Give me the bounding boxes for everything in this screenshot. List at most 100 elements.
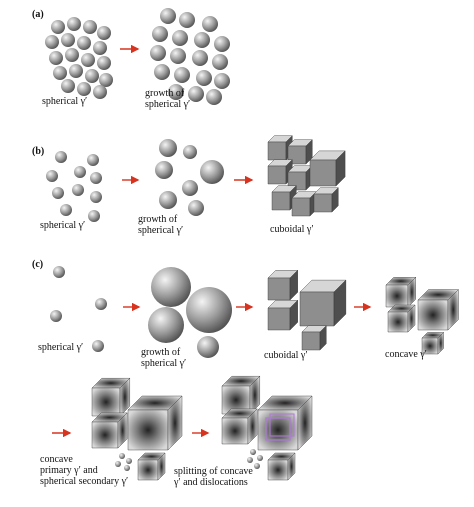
label-c-concave: concave γ′ — [385, 349, 427, 360]
gamma-prime-sphere — [197, 336, 219, 358]
gamma-prime-sphere — [99, 73, 113, 87]
gamma-prime-sphere — [53, 266, 65, 278]
gamma-prime-sphere — [257, 455, 263, 461]
cube-face — [91, 421, 119, 449]
panel-c-tag: (c) — [32, 259, 43, 270]
gamma-prime-sphere — [186, 287, 232, 333]
concave-cube — [421, 331, 445, 355]
cube-face — [267, 165, 287, 185]
concave-cube — [91, 412, 128, 449]
concave-cube — [267, 452, 296, 481]
spheres-layer — [45, 8, 263, 471]
gamma-prime-sphere — [155, 161, 173, 179]
gamma-prime-sphere — [53, 66, 67, 80]
label-line: spherical secondary γ′ — [40, 476, 128, 487]
cube-face — [137, 459, 159, 481]
cube-face — [247, 408, 258, 445]
gamma-prime-sphere — [150, 45, 166, 61]
cube-face — [301, 331, 321, 351]
gamma-prime-sphere — [60, 204, 72, 216]
label-line: growth of — [145, 88, 185, 99]
gamma-prime-sphere — [174, 67, 190, 83]
cube-face — [335, 150, 346, 187]
gamma-prime-sphere — [67, 17, 81, 31]
gamma-prime-sphere — [119, 453, 125, 459]
gamma-prime-sphere — [202, 16, 218, 32]
gamma-prime-sphere — [81, 53, 95, 67]
cube-face — [267, 277, 291, 301]
panel-b-tag: (b) — [32, 146, 44, 157]
cube-face — [271, 191, 291, 211]
label-c-spherical: spherical γ′ — [38, 342, 83, 353]
gamma-prime-sphere — [250, 449, 256, 455]
gamma-prime-sphere — [97, 26, 111, 40]
cube-face — [407, 304, 416, 333]
gamma-prime-sphere — [51, 20, 65, 34]
cube-face — [309, 159, 337, 187]
cube-face — [417, 299, 449, 331]
cuboid — [267, 159, 293, 185]
gamma-prime-sphere — [152, 26, 168, 42]
gamma-prime-sphere — [52, 187, 64, 199]
gamma-prime-sphere — [206, 89, 222, 105]
concave-cube — [385, 276, 417, 308]
dislocation-outline — [269, 413, 295, 437]
gamma-prime-sphere — [188, 200, 204, 216]
cube-face — [407, 276, 416, 308]
label-line: spherical γ′ — [138, 225, 183, 236]
cube-face — [267, 141, 287, 161]
label-a-spherical: spherical γ′ — [42, 96, 87, 107]
gamma-prime-sphere — [55, 151, 67, 163]
label-line: concave — [40, 454, 73, 465]
label-line: splitting of concave — [174, 466, 253, 477]
arrows-layer — [52, 44, 372, 438]
cube-face — [447, 289, 459, 331]
gamma-prime-sphere — [212, 54, 228, 70]
gamma-prime-sphere — [93, 85, 107, 99]
gamma-prime-sphere — [159, 191, 177, 209]
label-line: spherical γ′ — [40, 220, 85, 231]
gamma-prime-sphere — [254, 463, 260, 469]
gamma-prime-sphere — [179, 12, 195, 28]
dislocation-box — [265, 413, 295, 441]
dislocation-outline — [265, 417, 291, 441]
label-line: concave γ′ — [385, 349, 427, 360]
gamma-prime-sphere — [90, 172, 102, 184]
label-line: spherical γ′ — [42, 96, 87, 107]
label-b-spherical: spherical γ′ — [40, 220, 85, 231]
label-line: γ′ and dislocations — [173, 477, 248, 488]
gamma-prime-sphere — [46, 170, 58, 182]
gamma-prime-sphere — [83, 20, 97, 34]
gamma-prime-sphere — [194, 32, 210, 48]
gamma-prime-sphere — [74, 166, 86, 178]
concave-cube — [221, 375, 261, 415]
cube-face — [249, 375, 260, 415]
cuboid — [291, 191, 317, 217]
gamma-prime-sphere — [50, 310, 62, 322]
label-b-cuboidal: cuboidal γ′ — [270, 224, 314, 235]
gamma-prime-sphere — [126, 458, 132, 464]
concave-cube — [127, 395, 183, 451]
concave-cube — [221, 408, 258, 445]
cuboid — [309, 150, 346, 187]
cube-face — [313, 193, 333, 213]
gamma-prime-sphere — [200, 160, 224, 184]
cube-face — [299, 291, 335, 327]
gamma-prime-sphere — [61, 79, 75, 93]
gamma-prime-sphere — [85, 69, 99, 83]
cube-face — [127, 409, 169, 451]
gamma-prime-sphere — [72, 184, 84, 196]
cube-face — [267, 307, 291, 331]
label-line: growth of — [138, 214, 178, 225]
cube-face — [297, 395, 313, 451]
label-line: cuboidal γ′ — [270, 224, 314, 235]
gamma-prime-sphere — [159, 139, 177, 157]
gamma-prime-sphere — [214, 73, 230, 89]
cube-face — [319, 325, 327, 351]
gamma-prime-sphere — [214, 36, 230, 52]
gamma-prime-sphere — [97, 56, 111, 70]
gamma-prime-sphere — [182, 180, 198, 196]
